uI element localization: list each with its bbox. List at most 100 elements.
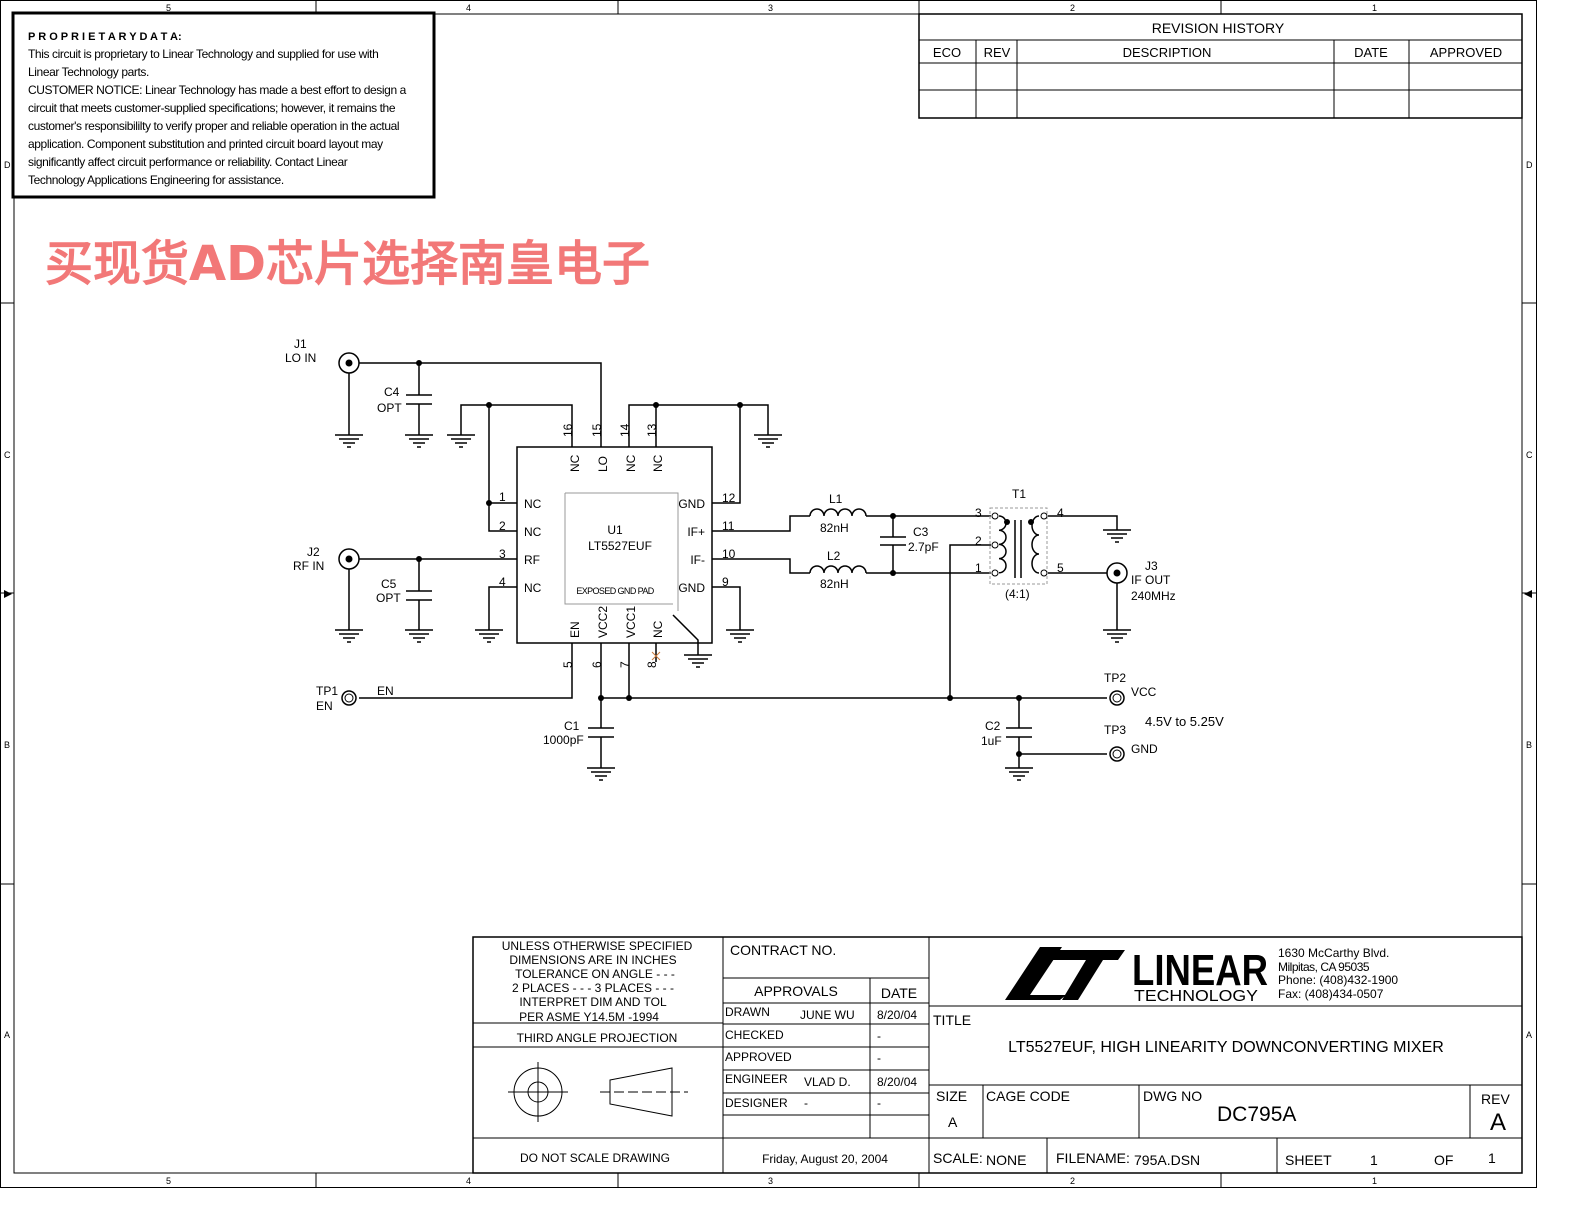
- notice-line: customer's responsibililty to verify pro…: [28, 119, 399, 133]
- rev-label: REV: [1481, 1091, 1510, 1107]
- col-label: 2: [1070, 3, 1075, 13]
- tolerance-line: DIMENSIONS ARE IN INCHES: [509, 953, 676, 967]
- filename-value: 795A.DSN: [1134, 1152, 1200, 1168]
- pin-name: VCC1: [624, 606, 638, 638]
- rev-value: A: [1490, 1109, 1506, 1136]
- connector-j2: J2 RF IN: [293, 545, 360, 573]
- c2-ref: C2: [985, 719, 1001, 733]
- logo-subtitle: TECHNOLOGY: [1134, 988, 1258, 1005]
- connector-j1: J1 LO IN: [285, 337, 360, 374]
- sheet-value: 1: [1370, 1152, 1378, 1168]
- filename-label: FILENAME:: [1056, 1150, 1130, 1166]
- column-header: DESCRIPTION: [1123, 45, 1212, 60]
- pin-number: 4: [1057, 506, 1064, 520]
- col-label: 4: [466, 1176, 471, 1186]
- sheet-label: SHEET: [1285, 1152, 1332, 1168]
- j3-label: IF OUT: [1131, 573, 1171, 587]
- tolerance-line: UNLESS OTHERWISE SPECIFIED: [502, 939, 693, 953]
- notice-line: application. Component substitution and …: [28, 137, 383, 151]
- c4-value: OPT: [377, 401, 402, 415]
- ground-icon: [1004, 767, 1034, 781]
- contract-no-label: CONTRACT NO.: [730, 942, 836, 958]
- do-not-scale-label: DO NOT SCALE DRAWING: [520, 1151, 670, 1165]
- center-arrow-icon: [1524, 590, 1532, 598]
- approval-role: CHECKED: [725, 1028, 784, 1042]
- approval-role: APPROVED: [725, 1050, 792, 1064]
- ground-icon: [753, 434, 783, 448]
- j3-freq: 240MHz: [1131, 589, 1176, 603]
- third-angle-projection-icon: [508, 1062, 688, 1122]
- pin-name: NC: [524, 581, 542, 595]
- c1-value: 1000pF: [543, 733, 584, 747]
- pin-number: 1: [975, 561, 982, 575]
- size-label: SIZE: [936, 1088, 967, 1104]
- pin-name: IF+: [687, 525, 705, 539]
- pin-name: NC: [524, 525, 542, 539]
- col-label: 3: [768, 1176, 773, 1186]
- tolerance-line: TOLERANCE ON ANGLE - - -: [515, 967, 675, 981]
- approval-date: -: [877, 1096, 881, 1110]
- pin-number: 13: [645, 423, 659, 437]
- c1-ref: C1: [564, 719, 580, 733]
- col-label: 5: [166, 1176, 171, 1186]
- pin-name: LO: [596, 456, 610, 472]
- c2-value: 1uF: [981, 734, 1002, 748]
- column-header: DATE: [1354, 45, 1388, 60]
- col-label: 5: [166, 3, 171, 13]
- u1-pad-label: EXPOSED GND PAD: [576, 586, 654, 596]
- company-fax: Fax: (408)434-0507: [1278, 987, 1384, 1001]
- approval-name: VLAD D.: [804, 1075, 851, 1089]
- pin-number: 15: [590, 423, 604, 437]
- logo-wordmark: LINEAR: [1132, 946, 1268, 995]
- notice-heading: P R O P R I E T A R Y D A T A:: [28, 31, 182, 43]
- capacitor-c3: C32.7pF: [880, 525, 939, 554]
- pin-number: 16: [561, 423, 575, 437]
- c4-ref: C4: [384, 385, 400, 399]
- title-label: TITLE: [933, 1012, 971, 1028]
- c5-ref: C5: [381, 577, 397, 591]
- center-arrow-icon: [4, 590, 12, 598]
- tp2-ref: TP2: [1104, 671, 1126, 685]
- pin-number: 12: [722, 491, 736, 505]
- c5-value: OPT: [376, 591, 401, 605]
- row-label: C: [1526, 450, 1533, 460]
- pin-number: 10: [722, 547, 736, 561]
- projection-label: THIRD ANGLE PROJECTION: [517, 1031, 678, 1045]
- approval-role: DRAWN: [725, 1005, 770, 1019]
- u1-ref: U1: [607, 523, 623, 537]
- tolerance-line: 2 PLACES - - - 3 PLACES - - -: [512, 981, 674, 995]
- notice-line: significantly affect circuit performance…: [28, 155, 348, 169]
- j2-label: RF IN: [293, 559, 324, 573]
- ground-icon: [404, 629, 434, 643]
- col-label: 1: [1372, 1176, 1377, 1186]
- notice-line: This circuit is proprietary to Linear Te…: [28, 47, 378, 61]
- proprietary-notice: P R O P R I E T A R Y D A T A: This circ…: [11, 11, 436, 199]
- scale-label: SCALE:: [933, 1150, 983, 1166]
- j1-ref: J1: [294, 337, 307, 351]
- pin-number: 7: [618, 661, 632, 668]
- pin-number: 5: [561, 661, 575, 668]
- net-label-en: EN: [377, 684, 394, 698]
- company-address: 1630 McCarthy Blvd.: [1278, 946, 1389, 960]
- row-label: B: [4, 740, 10, 750]
- pin-name: NC: [651, 454, 665, 472]
- c3-value: 2.7pF: [908, 540, 939, 554]
- transformer-t1: T1 (4:1) 3 2 1 4 5: [975, 487, 1064, 601]
- pin-number: 3: [499, 547, 506, 561]
- junction-dots: [416, 360, 1022, 757]
- testpoint-tp3: TP3 GND: [1104, 723, 1158, 762]
- of-label: OF: [1434, 1152, 1453, 1168]
- pin-name: GND: [678, 581, 705, 595]
- ground-icon: [334, 629, 364, 643]
- pin-number: 5: [1057, 561, 1064, 575]
- pin-name: NC: [524, 497, 542, 511]
- j2-ref: J2: [307, 545, 320, 559]
- l2-value: 82nH: [820, 577, 849, 591]
- cage-code-label: CAGE CODE: [986, 1088, 1070, 1104]
- testpoint-tp1: TP1 EN EN: [316, 684, 394, 713]
- u1-part: LT5527EUF: [588, 539, 652, 553]
- pin-name: GND: [678, 497, 705, 511]
